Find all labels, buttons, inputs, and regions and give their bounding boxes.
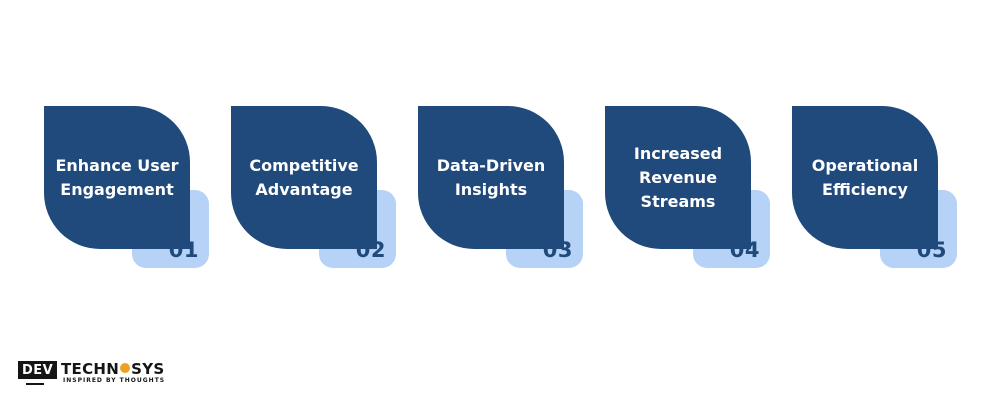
logo-name-right: SYS: [131, 360, 165, 378]
card-5: 05 Operational Efficiency: [792, 106, 957, 268]
card-shape: Data-Driven Insights: [418, 106, 564, 249]
card-label: Enhance User Engagement: [55, 155, 179, 199]
card-2: 02 Competitive Advantage: [231, 106, 396, 268]
logo-tagline: INSPIRED BY THOUGHTS: [63, 377, 166, 384]
card-1: 01 Enhance User Engagement: [44, 106, 209, 268]
card-label: Competitive Advantage: [249, 155, 359, 199]
card-3: 03 Data-Driven Insights: [418, 106, 583, 268]
logo-badge: DEV: [18, 361, 58, 379]
card-label: Data-Driven Insights: [436, 155, 546, 199]
card-shape: Enhance User Engagement: [44, 106, 190, 249]
card-shape: Operational Efficiency: [792, 106, 938, 249]
card-shape: Competitive Advantage: [231, 106, 377, 249]
card-label: Operational Efficiency: [811, 155, 919, 199]
card-4: 04 Increased Revenue Streams: [605, 106, 770, 268]
monitor-stand-icon: [26, 379, 44, 385]
card-shape: Increased Revenue Streams: [605, 106, 751, 249]
company-logo: DEV TECHN SYS INSPIRED BY THOUGHTS: [18, 359, 178, 387]
card-label: Increased Revenue Streams: [633, 143, 723, 211]
gear-icon: [120, 363, 131, 373]
logo-name: TECHN SYS: [61, 360, 164, 378]
logo-name-left: TECHN: [61, 360, 120, 378]
